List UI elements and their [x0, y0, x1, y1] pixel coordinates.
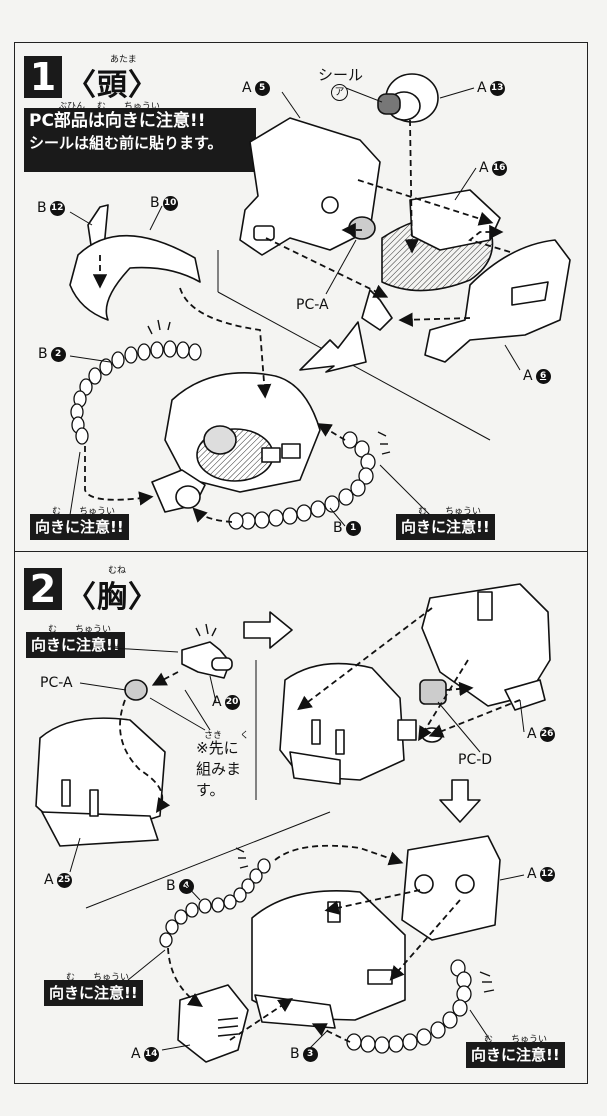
step1-note-line1: PC部品は向きに注意!! — [29, 111, 206, 131]
caution-ruby: む ちゅうい — [418, 507, 482, 517]
caution-ruby: む ちゅうい — [48, 625, 112, 635]
leader-lines — [69, 87, 525, 1051]
big-arrow-icon — [299, 321, 367, 373]
part-number-badge: 6 — [535, 368, 551, 384]
cable-b2 — [70, 340, 202, 445]
step2-title-ruby: むね — [108, 566, 127, 576]
part-number-badge: 5 — [254, 80, 270, 96]
part-number-badge: 10 — [162, 195, 178, 211]
part-number-badge: 14 — [143, 1046, 159, 1062]
step-divider — [14, 551, 588, 552]
caution-ruby: む ちゅうい — [484, 1035, 548, 1045]
caution-badge-right-2: 向きに注意!! — [466, 1042, 565, 1068]
instruction-frame — [14, 42, 588, 1084]
part-number-badge: 1 — [345, 520, 361, 536]
right-arrow-icon — [243, 611, 293, 649]
caution-badge-left-2: 向きに注意!! — [44, 980, 143, 1006]
step1-title-ruby: あたま — [110, 55, 137, 65]
part-number-badge: 26 — [539, 726, 555, 742]
cable-b4 — [159, 858, 271, 948]
part-number-badge: 12 — [539, 866, 555, 882]
part-b10 — [69, 234, 201, 321]
caution-badge-right: 向きに注意!! — [396, 514, 495, 540]
sticker-label: シール — [318, 66, 364, 84]
part-number-badge: 2 — [50, 346, 66, 362]
caution-badge-left: 向きに注意!! — [30, 514, 129, 540]
part-pc-d — [419, 679, 447, 705]
chest-middle — [279, 662, 405, 781]
part-pc-a — [348, 216, 376, 240]
step1-note-line2: シールは組む前に貼ります。 — [29, 134, 223, 152]
sticker-mark-wrap: ア — [331, 84, 348, 101]
assemble-first-note: ※先に組みます。 — [196, 739, 242, 799]
guide-lines — [84, 119, 521, 1043]
caution-badge-top: 向きに注意!! — [26, 632, 125, 658]
part-a5 — [239, 117, 381, 256]
step1-note-box: PC部品は向きに注意!! シールは組む前に貼ります。 — [24, 108, 256, 172]
cable-b3 — [346, 959, 472, 1054]
part-a6 — [424, 239, 571, 363]
pc-d-label: PC-D — [458, 752, 493, 768]
step1-title: 〈頭〉 — [66, 68, 159, 103]
part-number-badge: 12 — [49, 200, 65, 216]
cable-b1 — [228, 431, 376, 530]
assembled-chest — [251, 889, 406, 1021]
caution-ruby: む ちゅうい — [66, 973, 130, 983]
down-arrow-icon — [439, 779, 481, 823]
caution-ruby: む ちゅうい — [52, 507, 116, 517]
step2-title: 〈胸〉 — [66, 580, 159, 615]
pc-a-label-2: PC-A — [40, 675, 73, 691]
part-pc-a-2 — [124, 679, 148, 701]
step2-number: 2 — [24, 568, 62, 610]
assemble-ruby: さき く — [204, 731, 250, 741]
sticker-mark: ア — [331, 84, 348, 101]
part-number-badge: 20 — [224, 694, 240, 710]
part-number-badge: 3 — [302, 1046, 318, 1062]
click-marks — [147, 319, 495, 993]
pc-a-label: PC-A — [296, 297, 329, 313]
part-number-badge: 13 — [489, 80, 505, 96]
part-number-badge: 25 — [56, 872, 72, 888]
step1-number: 1 — [24, 56, 62, 98]
part-a12 — [401, 835, 501, 941]
step1-note1-ruby: ぶひん む ちゅうい — [58, 102, 160, 112]
part-number-badge: 16 — [491, 160, 507, 176]
